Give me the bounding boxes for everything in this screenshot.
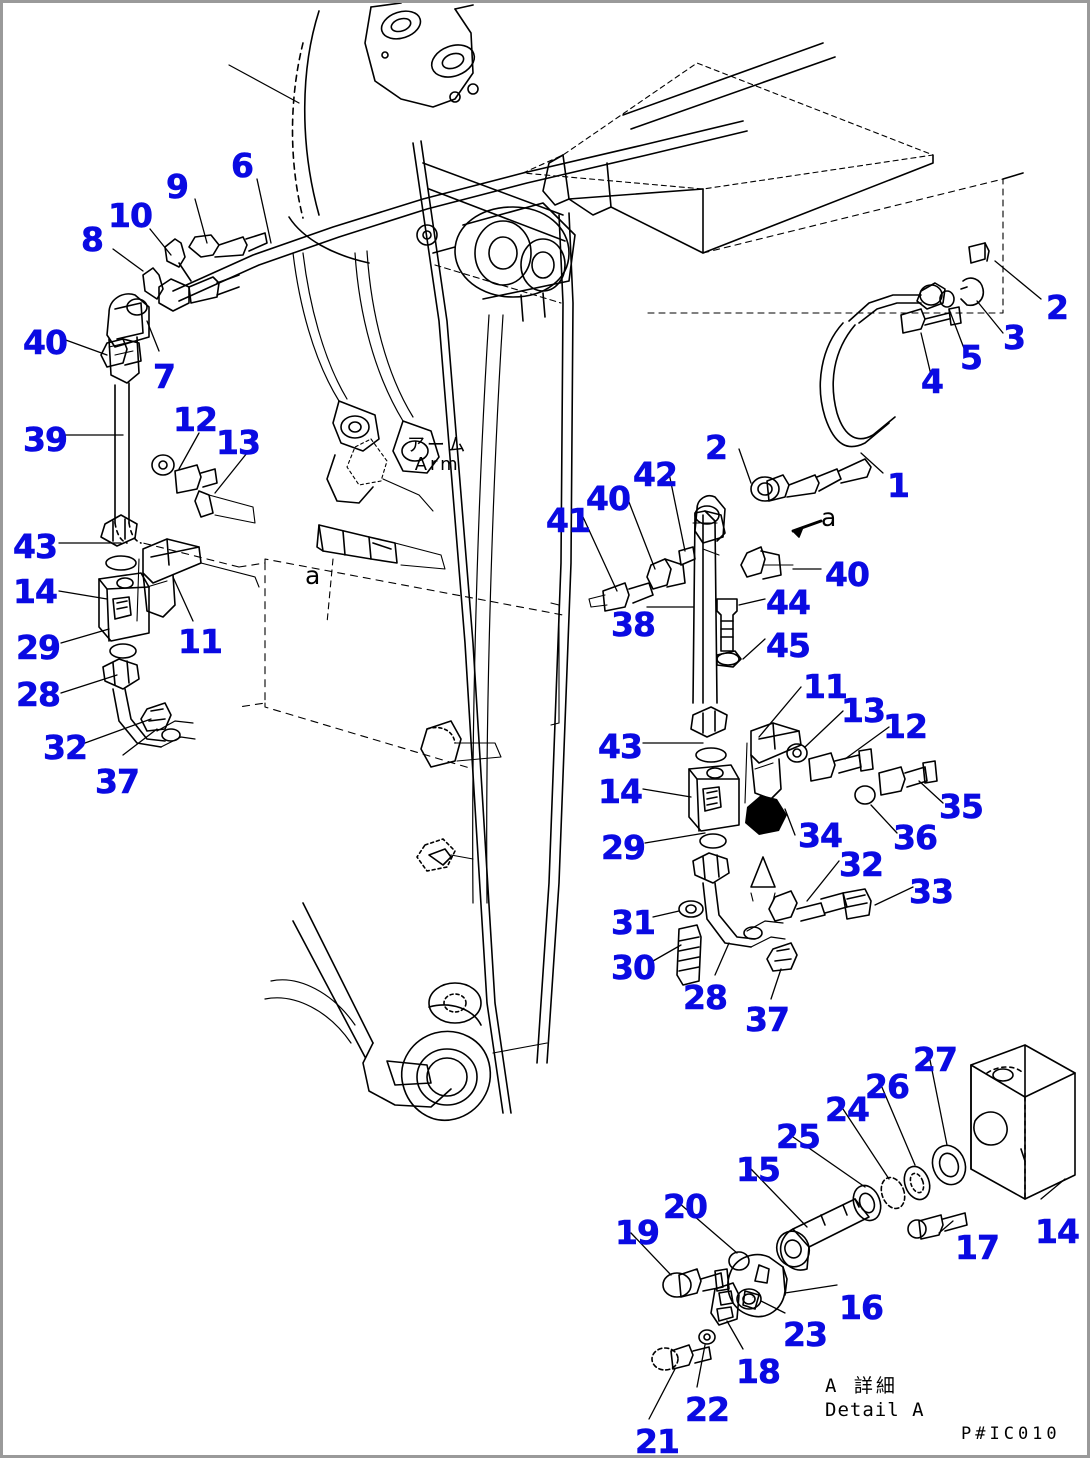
callout-number-12[interactable]: 12 [173, 400, 219, 439]
callout-number-32[interactable]: 32 [839, 845, 885, 884]
callout-number-40[interactable]: 40 [23, 323, 69, 362]
arm-label: アーム Arm [407, 435, 469, 475]
callout-number-28[interactable]: 28 [683, 978, 729, 1017]
callout-number-43[interactable]: 43 [598, 727, 644, 766]
callout-number-45[interactable]: 45 [766, 626, 812, 665]
callout-number-37[interactable]: 37 [745, 1000, 791, 1039]
callout-number-29[interactable]: 29 [601, 828, 647, 867]
callout-number-9[interactable]: 9 [166, 167, 190, 206]
callout-number-17[interactable]: 17 [955, 1228, 1001, 1267]
callout-number-38[interactable]: 38 [611, 605, 657, 644]
callout-number-20[interactable]: 20 [663, 1187, 709, 1226]
callout-number-31[interactable]: 31 [611, 903, 657, 942]
callout-number-19[interactable]: 19 [615, 1213, 661, 1252]
callout-number-30[interactable]: 30 [611, 948, 657, 987]
callout-number-6[interactable]: 6 [231, 146, 255, 185]
sheet-code: P#IC010 [961, 1424, 1061, 1444]
callout-number-23[interactable]: 23 [783, 1315, 829, 1354]
callout-number-35[interactable]: 35 [939, 787, 985, 826]
callout-number-40[interactable]: 40 [825, 555, 871, 594]
callout-number-2[interactable]: 2 [1046, 288, 1070, 327]
callout-number-13[interactable]: 13 [216, 423, 262, 462]
callout-number-7[interactable]: 7 [153, 357, 177, 396]
detail-a-caption: A 詳細 Detail A [825, 1375, 925, 1423]
callout-number-14[interactable]: 14 [13, 572, 59, 611]
callout-number-11[interactable]: 11 [803, 667, 849, 706]
arm-label-jp: アーム [407, 435, 469, 456]
callout-number-14[interactable]: 14 [598, 772, 644, 811]
callout-number-14[interactable]: 14 [1035, 1212, 1081, 1251]
section-marker-a-right: a [821, 503, 837, 532]
callout-number-42[interactable]: 42 [633, 455, 679, 494]
callout-number-1[interactable]: 1 [887, 466, 911, 505]
callout-number-43[interactable]: 43 [13, 527, 59, 566]
callout-number-37[interactable]: 37 [95, 762, 141, 801]
callout-number-32[interactable]: 32 [43, 728, 89, 767]
callout-number-2[interactable]: 2 [705, 428, 729, 467]
callout-number-3[interactable]: 3 [1003, 318, 1027, 357]
callout-number-44[interactable]: 44 [766, 583, 812, 622]
callout-number-15[interactable]: 15 [736, 1150, 782, 1189]
callout-number-8[interactable]: 8 [81, 220, 105, 259]
callout-number-11[interactable]: 11 [178, 622, 224, 661]
detail-a-caption-en: Detail A [825, 1398, 925, 1421]
callout-number-25[interactable]: 25 [776, 1117, 822, 1156]
callout-number-39[interactable]: 39 [23, 420, 69, 459]
callout-number-12[interactable]: 12 [883, 707, 929, 746]
callout-number-36[interactable]: 36 [893, 818, 939, 857]
callout-number-26[interactable]: 26 [865, 1067, 911, 1106]
callout-number-34[interactable]: 34 [798, 816, 844, 855]
callout-number-5[interactable]: 5 [960, 338, 984, 377]
callout-number-21[interactable]: 21 [635, 1422, 681, 1458]
callout-number-27[interactable]: 27 [913, 1040, 959, 1079]
callout-number-4[interactable]: 4 [921, 362, 945, 401]
callout-number-41[interactable]: 41 [546, 501, 592, 540]
callout-number-24[interactable]: 24 [825, 1090, 871, 1129]
callout-number-33[interactable]: 33 [909, 872, 955, 911]
callout-number-22[interactable]: 22 [685, 1390, 731, 1429]
detail-a-caption-jp: A 詳細 [825, 1375, 898, 1397]
callout-number-10[interactable]: 10 [108, 196, 154, 235]
callout-number-18[interactable]: 18 [736, 1352, 782, 1391]
callout-number-28[interactable]: 28 [16, 675, 62, 714]
callout-number-13[interactable]: 13 [841, 691, 887, 730]
callout-number-16[interactable]: 16 [839, 1288, 885, 1327]
arm-label-en: Arm [414, 453, 461, 475]
diagram-artwork [58, 3, 1076, 1420]
section-marker-a-left: a [305, 561, 321, 590]
callout-number-29[interactable]: 29 [16, 628, 62, 667]
callout-number-40[interactable]: 40 [586, 479, 632, 518]
